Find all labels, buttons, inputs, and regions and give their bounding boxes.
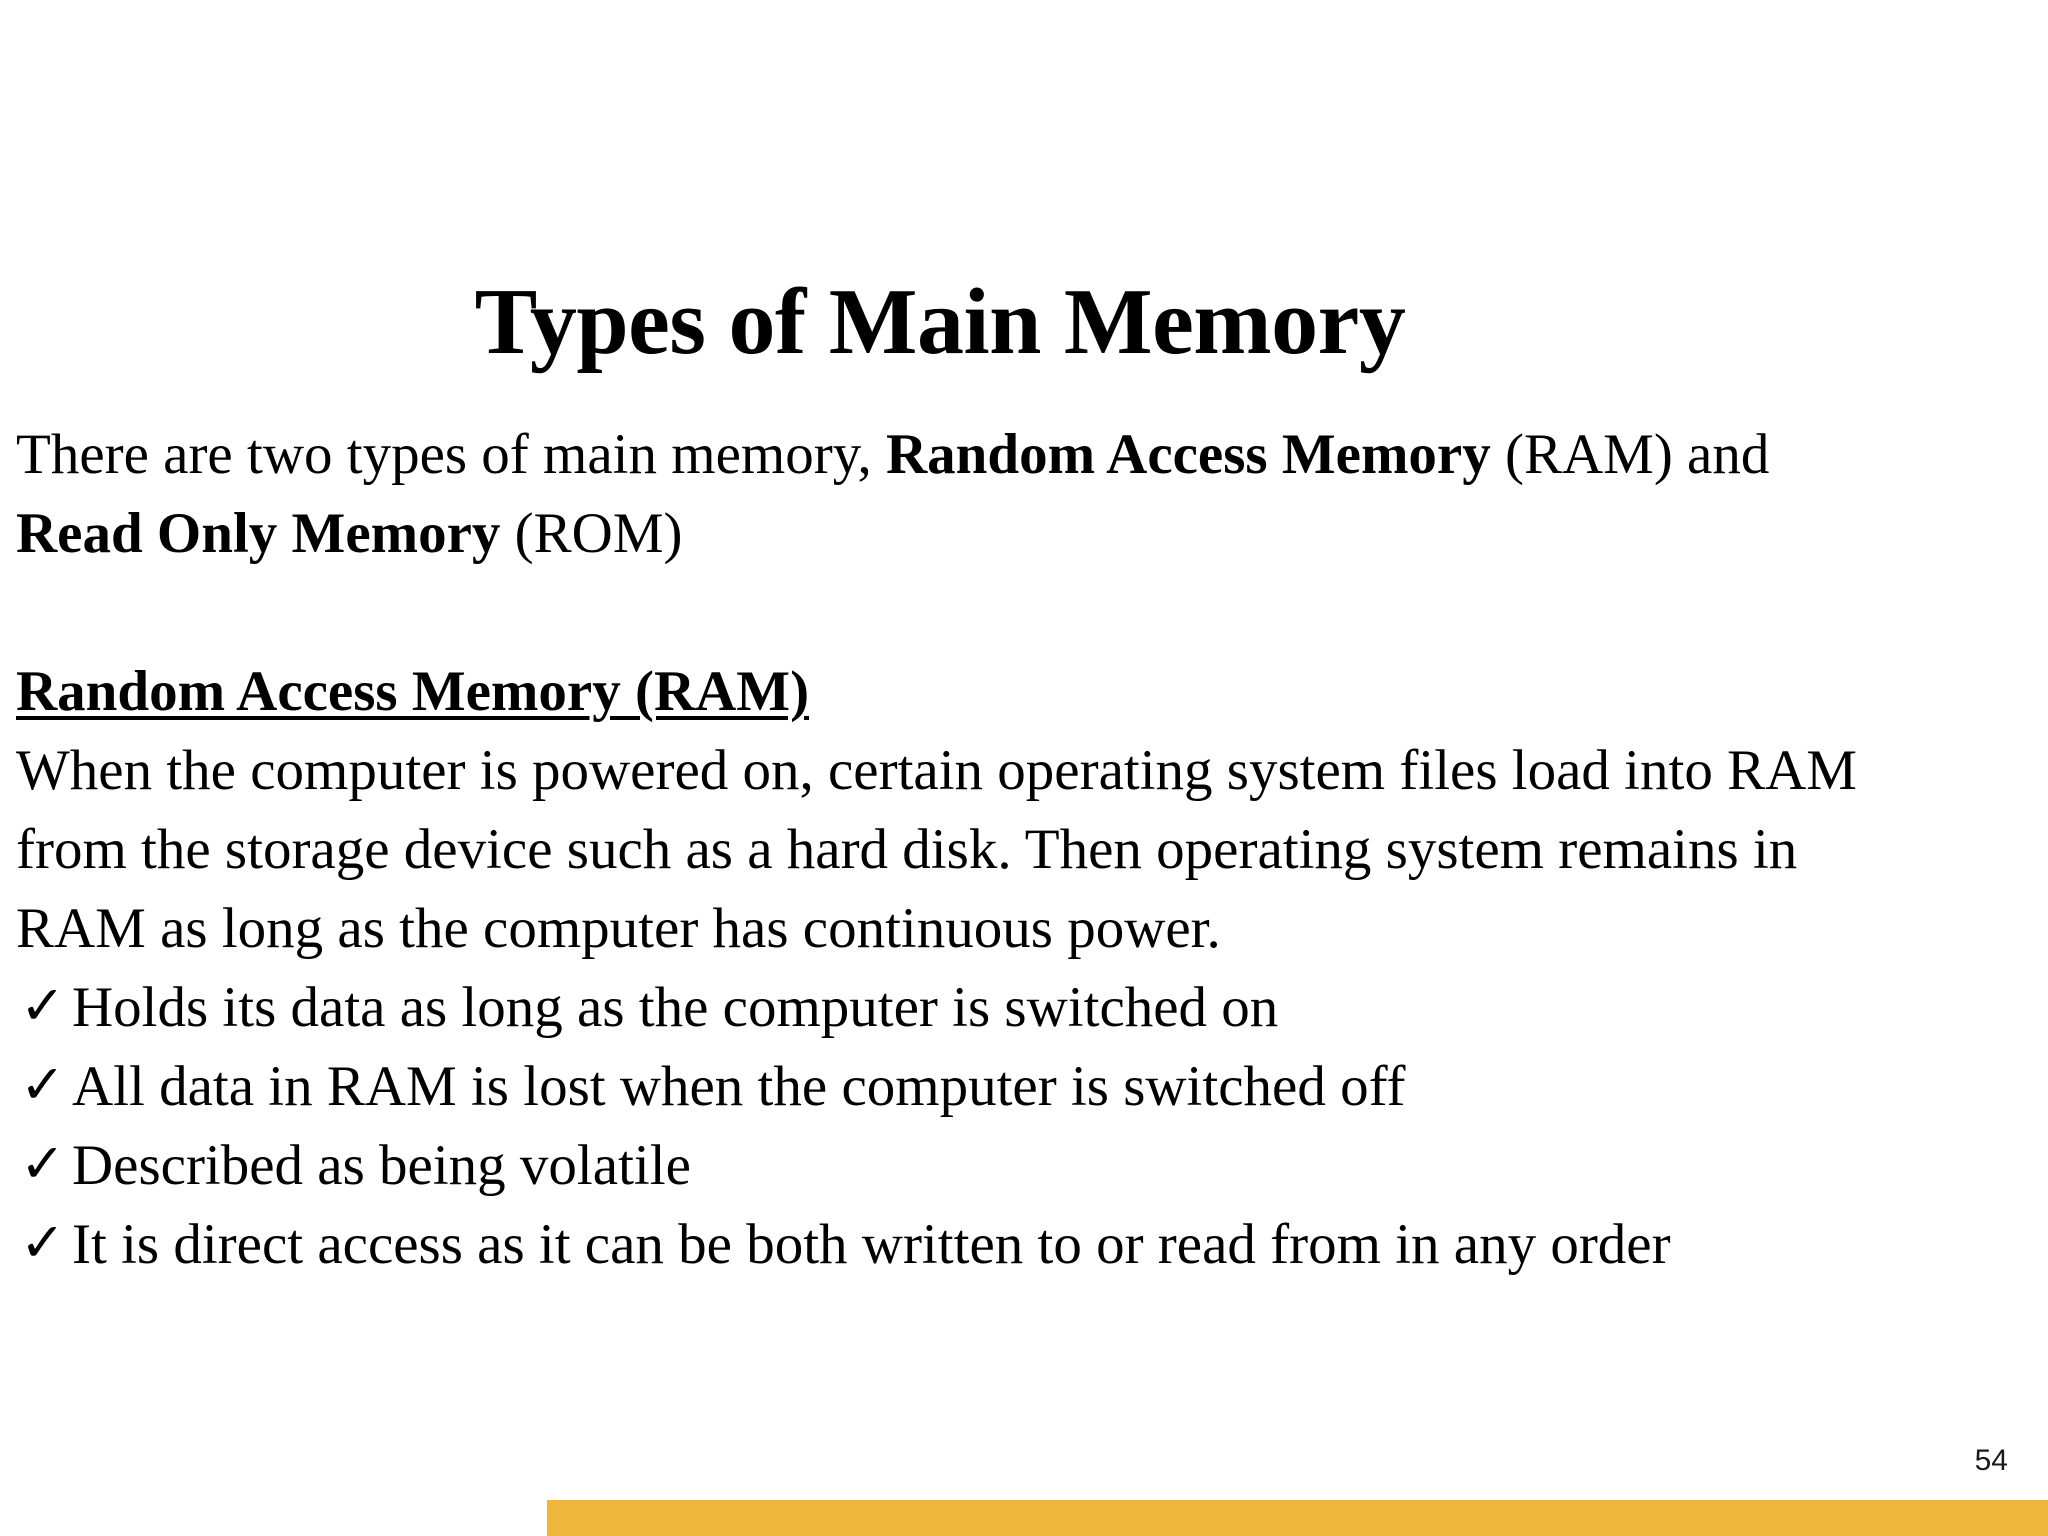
list-item-label: Described as being volatile bbox=[72, 1134, 691, 1197]
intro-text-part3: (ROM) bbox=[500, 502, 683, 565]
paragraph-spacer bbox=[16, 573, 1946, 652]
list-item: ✓ Described as being volatile bbox=[16, 1126, 1952, 1205]
intro-bold-rom: Read Only Memory bbox=[16, 502, 501, 565]
slide-body: There are two types of main memory, Rand… bbox=[16, 415, 1946, 1284]
ram-feature-list: ✓ Holds its data as long as the computer… bbox=[16, 968, 1946, 1284]
page-number: 54 bbox=[1974, 1444, 2008, 1477]
intro-text-part2: (RAM) and bbox=[1490, 423, 1770, 486]
intro-text-part1: There are two types of main memory, bbox=[16, 423, 887, 486]
section-paragraph-ram: When the computer is powered on, certain… bbox=[16, 739, 1857, 960]
list-item: ✓ It is direct access as it can be both … bbox=[16, 1205, 1952, 1284]
page-title: Types of Main Memory bbox=[474, 269, 1406, 374]
check-mark-icon: ✓ bbox=[20, 1132, 66, 1195]
list-item-label: It is direct access as it can be both wr… bbox=[72, 1213, 1671, 1276]
list-item-label: Holds its data as long as the computer i… bbox=[72, 976, 1279, 1039]
check-mark-icon: ✓ bbox=[20, 974, 66, 1037]
list-item: ✓ Holds its data as long as the computer… bbox=[16, 968, 1952, 1047]
check-mark-icon: ✓ bbox=[20, 1211, 66, 1274]
list-item-label: All data in RAM is lost when the compute… bbox=[72, 1055, 1406, 1118]
intro-bold-ram: Random Access Memory bbox=[886, 423, 1491, 486]
list-item: ✓ All data in RAM is lost when the compu… bbox=[16, 1047, 1952, 1126]
check-mark-icon: ✓ bbox=[20, 1053, 66, 1116]
intro-paragraph: There are two types of main memory, Rand… bbox=[16, 415, 1896, 573]
section-heading-ram: Random Access Memory (RAM) bbox=[16, 660, 810, 723]
bottom-accent-bar bbox=[547, 1500, 2048, 1536]
